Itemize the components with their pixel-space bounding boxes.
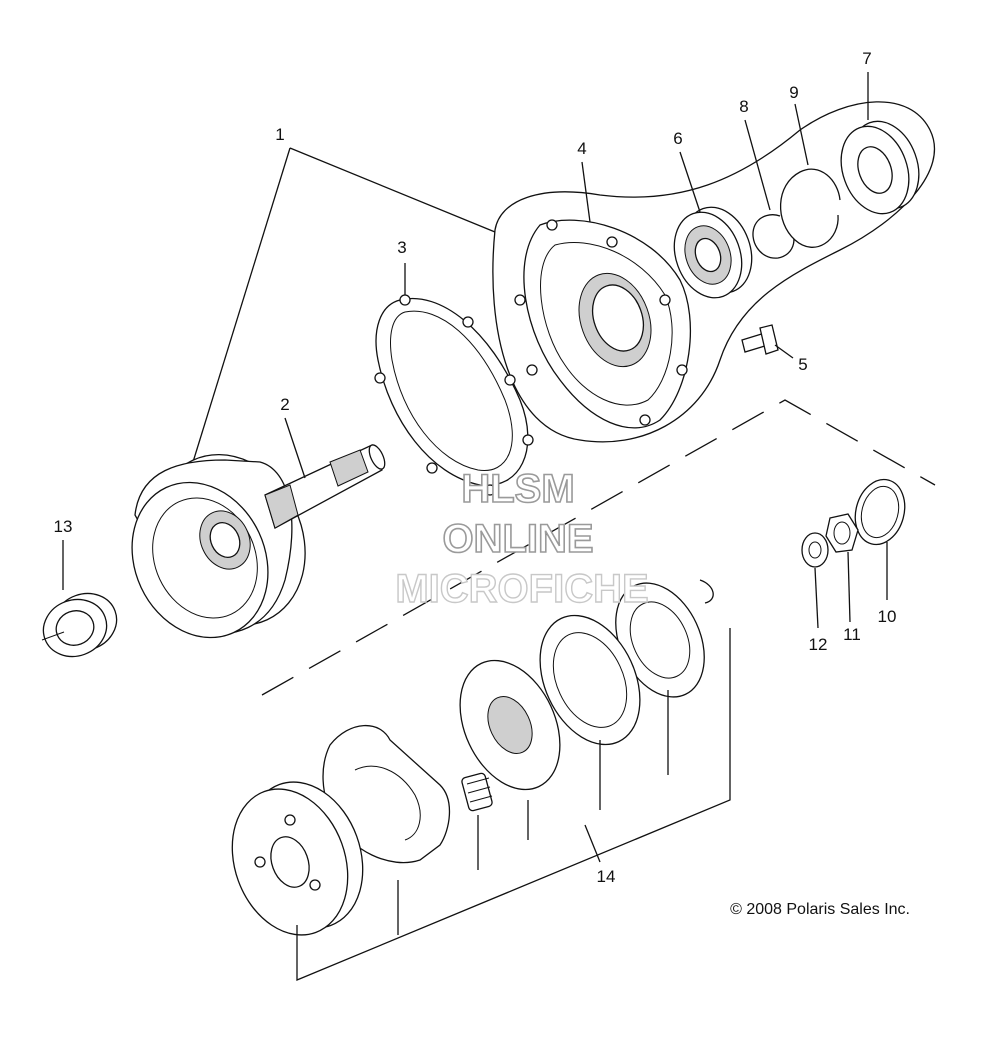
clutch-assembly-14 — [231, 579, 731, 981]
callout-10: 10 — [878, 607, 897, 626]
shaft-2 — [264, 417, 386, 529]
seal-13 — [41, 540, 118, 658]
clutch-drum-1 — [131, 453, 306, 639]
bolt-5 — [741, 324, 794, 359]
callout-14: 14 — [597, 867, 616, 886]
callout-1: 1 — [275, 125, 284, 144]
washer-10 — [854, 478, 906, 600]
callout-4: 4 — [577, 139, 586, 158]
callout-13: 13 — [54, 517, 73, 536]
callout-7: 7 — [862, 49, 871, 68]
copyright-text: © 2008 Polaris Sales Inc. — [730, 901, 910, 918]
callout-11: 11 — [843, 625, 861, 644]
watermark-line-2: ONLINE — [442, 517, 593, 561]
callout-8: 8 — [739, 97, 748, 116]
callout-2: 2 — [280, 395, 289, 414]
callout-6: 6 — [673, 129, 682, 148]
callout-3: 3 — [397, 238, 406, 257]
group-outline — [492, 101, 936, 443]
housing-4 — [514, 161, 691, 429]
nut-11 — [825, 513, 859, 623]
callout-9: 9 — [789, 83, 798, 102]
snap-ring-8 — [744, 119, 795, 259]
bearing-6 — [673, 151, 753, 299]
callout-12: 12 — [809, 635, 828, 654]
seal-7 — [840, 72, 920, 215]
gasket-3 — [374, 263, 534, 496]
callout-5: 5 — [798, 355, 807, 374]
watermark-line-3: MICROFICHE — [395, 567, 648, 611]
ring-9 — [779, 103, 841, 248]
leader-1 — [192, 147, 496, 463]
watermark-line-1: HLSM — [461, 467, 574, 511]
dashed-axis — [261, 399, 936, 696]
lock-washer-12 — [801, 532, 829, 629]
